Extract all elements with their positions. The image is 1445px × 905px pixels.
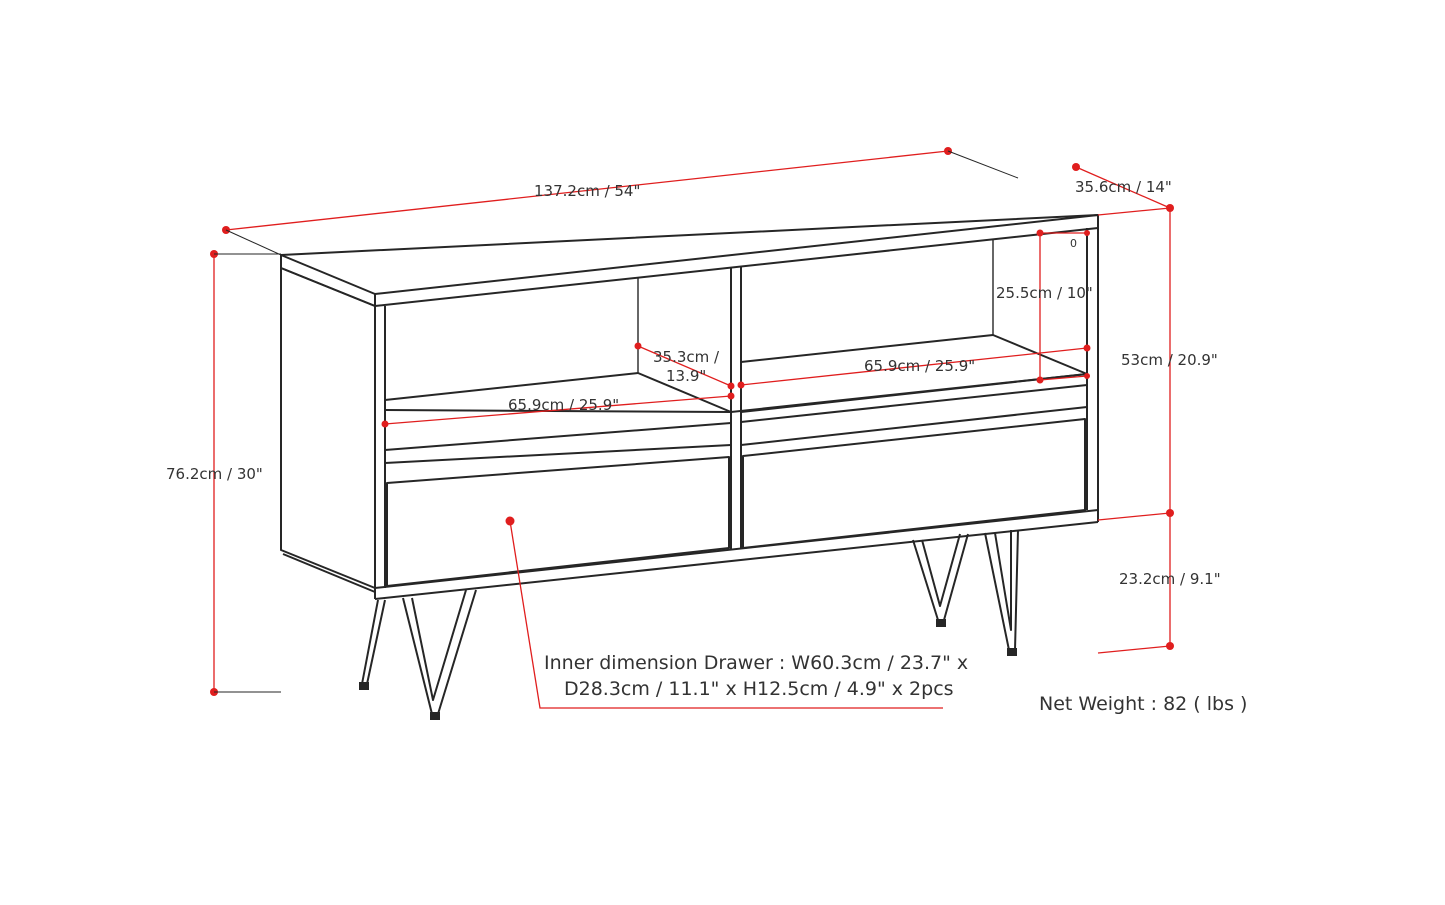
overall-width-label: 137.2cm / 54" xyxy=(534,182,640,200)
depth-label: 35.6cm / 14" xyxy=(1075,178,1172,196)
small-mark-label: 0 xyxy=(1070,237,1077,250)
shelf-width-left-label: 65.9cm / 25.9" xyxy=(508,396,619,414)
cabinet-left-side xyxy=(280,267,376,589)
net-weight-label: Net Weight : 82 ( lbs ) xyxy=(1039,693,1247,715)
shelf-width-right-label: 65.9cm / 25.9" xyxy=(864,357,975,375)
dimension-lines xyxy=(210,147,1174,709)
inner-depth-label-line1: 35.3cm / xyxy=(653,348,720,366)
drawer-right xyxy=(742,418,1086,549)
overall-height-label: 76.2cm / 30" xyxy=(166,465,263,483)
legs xyxy=(359,529,1019,720)
inner-depth-label-line2: 13.9" xyxy=(666,367,706,385)
cabinet-height-label: 53cm / 20.9" xyxy=(1121,351,1218,369)
cabinet-top xyxy=(280,214,1099,307)
drawer-note-line2: D28.3cm / 11.1" x H12.5cm / 4.9" x 2pcs xyxy=(564,678,954,700)
drawer-left xyxy=(386,456,730,587)
shelf-height-label: 25.5cm / 10" xyxy=(996,284,1093,302)
leg-height-label: 23.2cm / 9.1" xyxy=(1119,570,1221,588)
drawer-note-line1: Inner dimension Drawer : W60.3cm / 23.7"… xyxy=(544,652,968,674)
dimension-labels: 137.2cm / 54" 35.6cm / 14" 76.2cm / 30" … xyxy=(166,178,1247,715)
cabinet-drawing xyxy=(280,214,1099,600)
